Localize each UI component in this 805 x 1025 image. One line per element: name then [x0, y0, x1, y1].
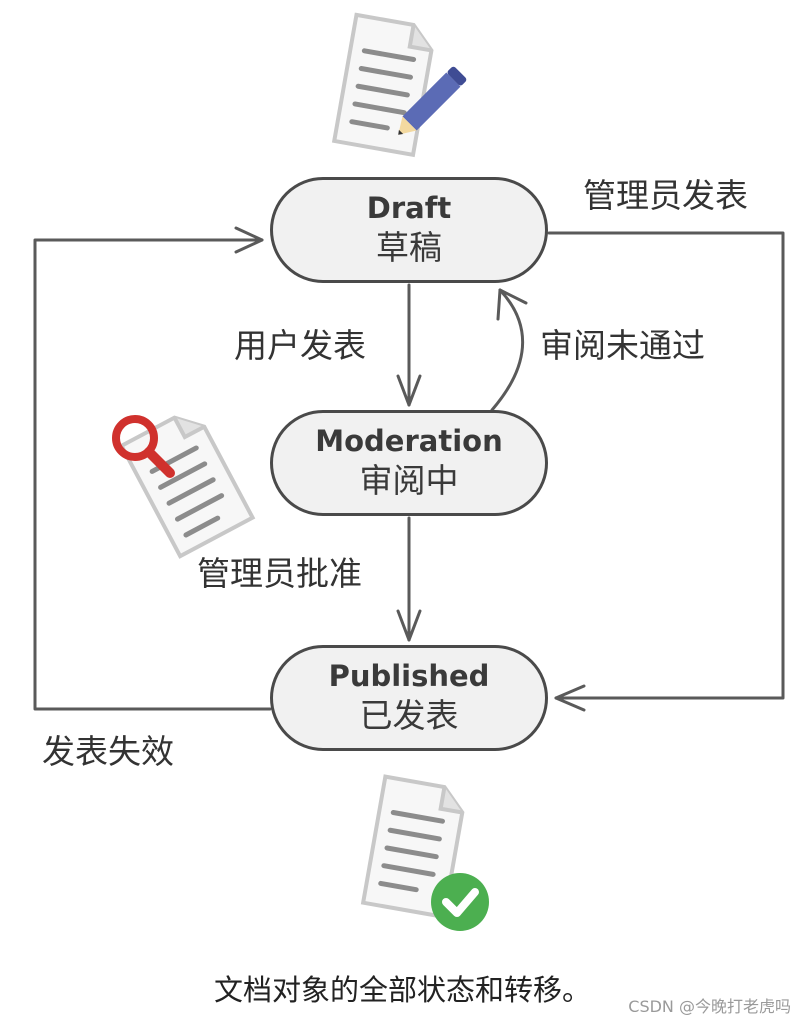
arrowhead-published-right	[554, 684, 586, 712]
label-review-failed: 审阅未通过	[540, 326, 705, 365]
document-search-icon	[112, 415, 256, 559]
state-moderation-label: 审阅中	[359, 461, 459, 500]
label-admin-publish: 管理员发表	[583, 176, 748, 215]
state-published-label: 已发表	[359, 696, 459, 735]
label-user-publish: 用户发表	[234, 326, 366, 365]
arrow-moderation-to-draft	[490, 288, 524, 412]
state-moderation: Moderation 审阅中	[270, 410, 548, 516]
label-admin-approve: 管理员批准	[197, 554, 362, 593]
state-published: Published 已发表	[270, 645, 548, 751]
state-draft-label: 草稿	[376, 228, 442, 267]
state-moderation-name: Moderation	[315, 424, 503, 458]
arrowhead-moderation	[396, 374, 422, 407]
arrowhead-draft-left	[234, 226, 264, 254]
arrow-published-to-draft	[33, 238, 272, 711]
arrowhead-published	[396, 609, 422, 642]
label-expired: 发表失效	[42, 732, 174, 771]
watermark: CSDN @今晚打老虎吗	[628, 997, 791, 1016]
state-draft-name: Draft	[366, 191, 452, 225]
document-edit-icon	[331, 12, 467, 158]
document-approved-icon	[360, 774, 489, 931]
arrow-draft-to-published	[547, 231, 785, 700]
state-draft: Draft 草稿	[270, 177, 548, 283]
state-published-name: Published	[328, 659, 490, 693]
figure-caption: 文档对象的全部状态和转移。	[213, 973, 591, 1007]
arrowhead-draft-return	[496, 288, 528, 321]
